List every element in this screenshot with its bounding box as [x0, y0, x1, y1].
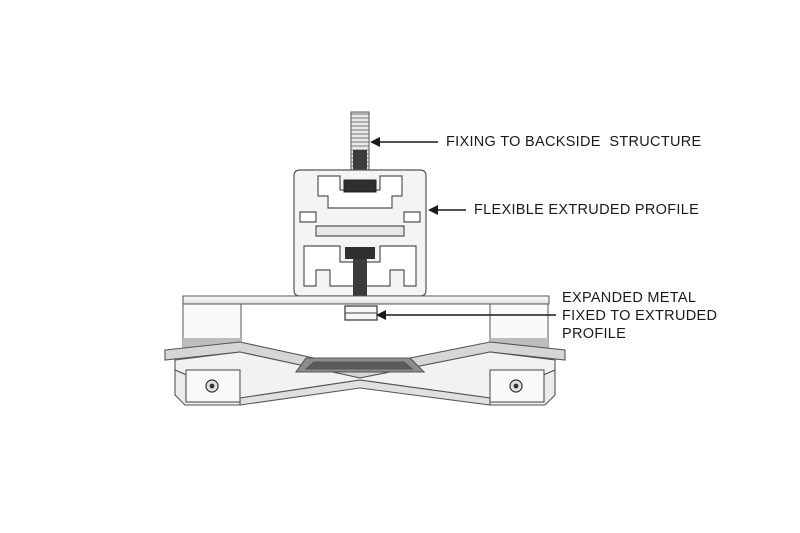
callout-expanded-line-1: EXPANDED METAL	[562, 290, 697, 306]
right-bracket	[489, 369, 545, 403]
leader-arrows	[370, 137, 556, 320]
arrow-expanded-head	[376, 310, 386, 320]
callout-expanded-line-2: FIXED TO EXTRUDED	[562, 308, 718, 324]
callout-fixing: FIXING TO BACKSIDE STRUCTURE	[446, 134, 702, 150]
left-bracket	[185, 369, 241, 403]
upper-nut	[343, 179, 377, 193]
expanded-metal-mesh	[164, 341, 566, 406]
callout-expanded-line-3: PROFILE	[562, 326, 627, 342]
support-plate	[182, 295, 550, 353]
arrow-fixing-head	[370, 137, 380, 147]
arrow-profile-head	[428, 205, 438, 215]
callout-profile: FLEXIBLE EXTRUDED PROFILE	[474, 202, 700, 218]
callout-expanded: EXPANDED METAL FIXED TO EXTRUDED PROFILE	[562, 289, 717, 343]
lower-bolt	[345, 247, 375, 303]
